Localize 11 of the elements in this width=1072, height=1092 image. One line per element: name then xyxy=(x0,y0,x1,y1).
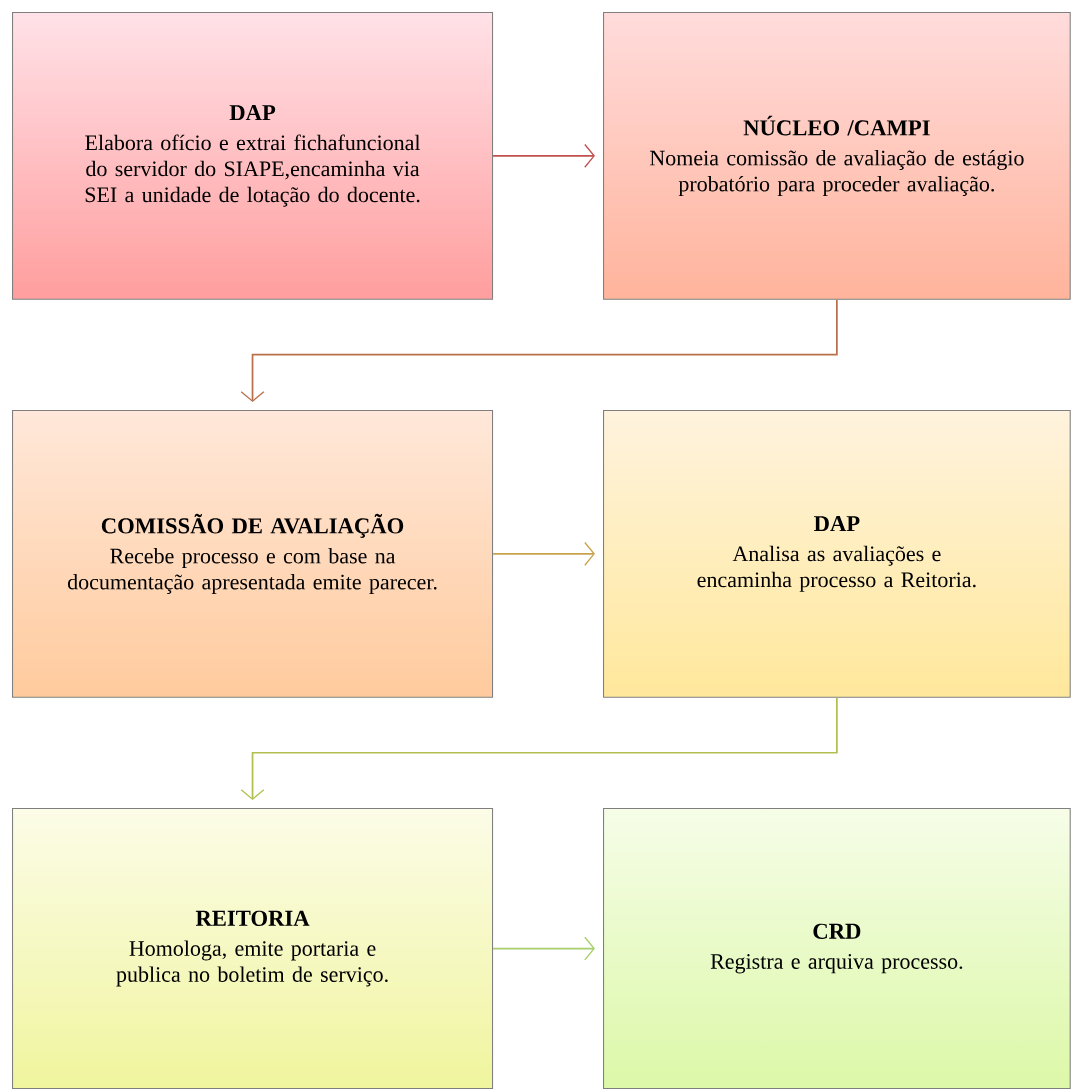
process-box: COMISSÃO DE AVALIAÇÃO Recebe processo e com base na documentação apresentada emite parecer. xyxy=(12,410,494,698)
arrow xyxy=(492,541,595,566)
arrow xyxy=(240,696,838,800)
arrow xyxy=(492,143,595,168)
process-box: CRD Registra e arquiva processo. xyxy=(603,808,1071,1090)
process-box: DAP Elabora ofício e extrai fichafuncional do servidor do SIAPE,encaminha via SEI a unidade de lotação do docente. xyxy=(12,12,494,300)
process-box: DAP Analisa as avaliações e encaminha processo a Reitoria. xyxy=(603,410,1071,698)
arrow xyxy=(240,298,838,402)
arrow xyxy=(492,936,595,961)
process-box: REITORIA Homologa, emite portaria e publica no boletim de serviço. xyxy=(12,808,494,1090)
process-box: NÚCLEO /CAMPI Nomeia comissão de avaliação de estágio probatório para proceder avaliação. xyxy=(603,12,1071,300)
